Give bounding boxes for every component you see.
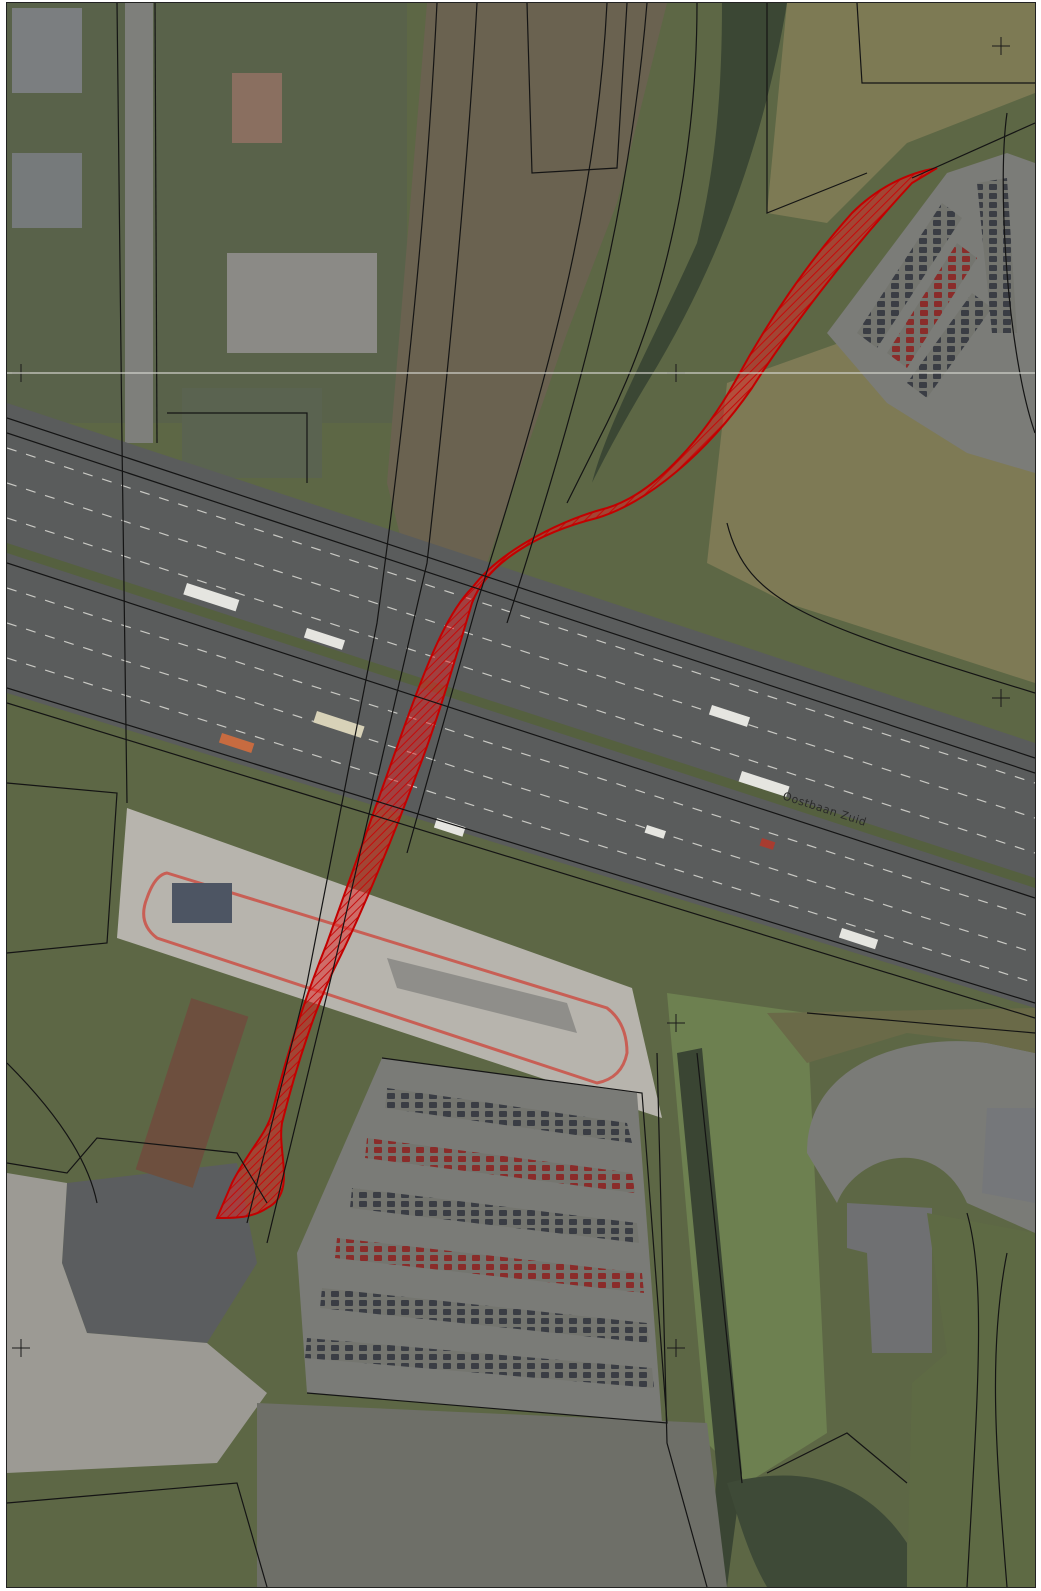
- parked-cars: [335, 1238, 644, 1293]
- solar-panels: [172, 883, 232, 923]
- rail-corridor: [387, 3, 667, 603]
- parked-cars: [365, 1138, 635, 1193]
- motorway: [7, 403, 1035, 1008]
- field: [182, 388, 322, 478]
- parked-cars: [320, 1288, 649, 1343]
- motorway-verge: [7, 543, 1035, 888]
- parked-cars: [907, 293, 992, 398]
- deck-roof-section: [387, 958, 577, 1033]
- building: [232, 73, 282, 143]
- campus-green: [907, 1213, 1035, 1587]
- rail-platform: [135, 998, 249, 1188]
- lane-markings: [7, 447, 1035, 984]
- parked-cars: [385, 1088, 632, 1143]
- vehicles: [183, 583, 879, 950]
- map-frame[interactable]: Oostbaan Zuid: [6, 2, 1036, 1588]
- building: [12, 8, 82, 93]
- southern-lot: [257, 1403, 727, 1587]
- building: [227, 253, 377, 353]
- station-plaza: [7, 1173, 267, 1473]
- deck-driveway: [142, 871, 629, 1085]
- parked-cars: [977, 178, 1017, 333]
- station-building: [62, 1163, 257, 1343]
- canal: [727, 1475, 907, 1587]
- residential-street: [125, 3, 153, 443]
- building: [12, 153, 82, 228]
- canal: [677, 1048, 742, 1587]
- field: [767, 3, 1035, 223]
- cadastral-lines: [7, 3, 1035, 1587]
- canal: [592, 3, 787, 483]
- office-building: [982, 1108, 1035, 1203]
- parked-cars: [857, 203, 962, 348]
- planned-route[interactable]: [215, 167, 938, 1220]
- campus-green: [767, 1008, 1035, 1063]
- parked-cars: [887, 243, 977, 368]
- parked-cars: [350, 1188, 639, 1243]
- office-building: [847, 1203, 932, 1353]
- campus-roundabout: [807, 1041, 1035, 1233]
- parked-cars: [305, 1338, 654, 1388]
- map-canvas[interactable]: Oostbaan Zuid: [7, 3, 1035, 1587]
